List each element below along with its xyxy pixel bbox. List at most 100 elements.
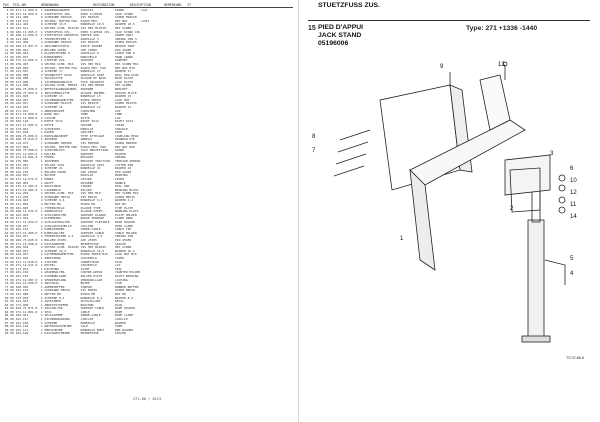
jack-tube bbox=[527, 219, 545, 341]
parts-row: 71 00 271.12.011.0 1 DECKEL COUVERCLE LI… bbox=[3, 264, 121, 268]
parts-row: 21 00 111.906 2 SECHSK.SCHR. M8X20 VIS H… bbox=[3, 84, 132, 88]
figure-code: TS 07-66-6 bbox=[566, 356, 584, 360]
parts-row: 54 00 111.864 4 MUTTER M6 ECROU M6 NUT M… bbox=[3, 203, 126, 207]
parts-row: 13 00 195.931 1 HANDKURBEL MANIVELLE HAN… bbox=[3, 55, 134, 59]
parts-row: 60 00 118.917 1 SCHLAUCHSCHELLE COLLIER … bbox=[3, 224, 134, 228]
parts-row: 55 00 101.925 1 TYPENSCHILD PLAQUE TYPE … bbox=[3, 206, 134, 210]
parts-row: 79 00 141.900 1 MUTTER M8 ECROU M8 NUT M… bbox=[3, 292, 126, 296]
parts-row: 14 00 271.12.006.0 1 STUETZE ZUS. SUPPOR… bbox=[3, 59, 128, 63]
parts-row: 49 00 275.13.205.0 1 ZUGSTANGE TIRANT PU… bbox=[3, 185, 130, 189]
parts-row: 62 00 271.14.000.0 1 KABELHALTER SUPPORT… bbox=[3, 231, 137, 235]
clamp-plate bbox=[509, 167, 541, 213]
parts-row: 77 00 100.925 1 GUMMIPUFFER TAMPON RUBBE… bbox=[3, 285, 139, 289]
parts-row: 88 00 101.122 1 UNTERLEGSCHEIBE CALE SHI… bbox=[3, 325, 123, 329]
parts-row: 29 00 271.12.009.0 1 ROHR ZUS. TUBE TUBE bbox=[3, 113, 123, 117]
parts-row: 26 00 142.927 2 SCHRAUBE M12X35 VIS M12X… bbox=[3, 102, 137, 106]
jack-foot bbox=[521, 335, 551, 343]
parts-row: 86 00 101.147 1 SICHERUNGSRING CIRCLIP C… bbox=[3, 318, 128, 322]
callout-11: 11 bbox=[570, 202, 577, 208]
parts-row: 5 00 143.541 4 SECHSK.SCHR. M12X30 VIS H… bbox=[3, 26, 132, 30]
parts-row: 50 00 271.16.006.0 1 LAGERBOCK PALIER BE… bbox=[3, 188, 139, 192]
parts-row: 24 00 141.920 4 SCHEIBE 13 RONDELLE 13 W… bbox=[3, 95, 132, 99]
parts-row: 18 00 104.985 2 SPANNSTIFT 6X40 GOUPILLE… bbox=[3, 73, 139, 77]
parts-row: 3 00 143.574 6 SECHSK. MUTTER M10 ECROU … bbox=[3, 19, 150, 23]
parts-row: 6 00 260.13.005.0 1 STUETZFUSS CPL. PIED… bbox=[3, 30, 141, 34]
parts-row: 70 00 271.12.010.0 1 STECKER CONNECTEUR … bbox=[3, 260, 123, 264]
parts-list-header: POS TEIL-NR BENENNUNG DESIGNATION DESCRI… bbox=[3, 3, 293, 8]
callout-12: 12 bbox=[570, 190, 577, 196]
parts-row: 2 00 141.400 6 SCHRAUBE M10X20 VIS M10X2… bbox=[3, 16, 137, 20]
title-line-4: 05196006 bbox=[318, 40, 349, 47]
parts-row: 22 00 269.75.050.0 1 BEFESTIGUNGSWINKEL … bbox=[3, 88, 128, 92]
parts-list-page: POS TEIL-NR BENENNUNG DESIGNATION DESCRI… bbox=[0, 0, 298, 422]
parts-row: 7 00 260.13.006.0 1 STUETZFUSS OBERTEIL … bbox=[3, 34, 134, 38]
parts-row: 23 00 269.75.052.0 1 ZWISCHENPLATTE PLAQ… bbox=[3, 91, 137, 95]
callout-5: 5 bbox=[570, 256, 574, 262]
parts-row: 83 00 269.75.071.0 1 SEILHALTER SUPPORT … bbox=[3, 307, 135, 311]
type-label: Type: 271 +1336 -1440 bbox=[466, 25, 538, 32]
parts-row: 30 00 271.13.000.0 1 LASCHE PATTE LUG bbox=[3, 116, 121, 120]
parts-row: 65 00 271.12.008.0 1 DISTANZROHR ENTRETO… bbox=[3, 242, 126, 246]
parts-row: 74 00 101.155 1 SCHWENKLAGER PALIER PIVO… bbox=[3, 274, 139, 278]
parts-row: 32 00 271.11.005.0 1 KETTE CHAINE CHAIN bbox=[3, 124, 125, 127]
parts-row: 48 00 156.981 1 GRIFF POIGNEE HANDLE bbox=[3, 181, 126, 185]
parts-row: 58 00 171.954 2 KLEMMRING BAGUE SERRAGE … bbox=[3, 217, 134, 221]
nut-1 bbox=[558, 174, 566, 182]
parts-row: 47 00 271.12.072.0 1 HEBEL LEVIER LEVER bbox=[3, 177, 125, 181]
parts-row: 37 00 114.971 1 SCHRAUBE M20X80 VIS M20X… bbox=[3, 141, 137, 145]
parts-row: 64 00 269.75.025.0 1 BOLZEN 25X85 AXE 25… bbox=[3, 239, 132, 242]
parts-row: 20 00 111.908 1 SICHERUNGSBLECH TOLE SEC… bbox=[3, 80, 134, 84]
page-divider bbox=[298, 0, 299, 422]
parts-row: 89 00 101.121 1 ENDSCHEIBE RONDELLE BOUT… bbox=[3, 328, 134, 332]
bolt-1 bbox=[339, 129, 371, 141]
callout-14: 14 bbox=[570, 214, 577, 220]
parts-row: 34 00 157.919 1 HAKEN CROCHET HOOK bbox=[3, 131, 123, 135]
drawing-page: STUETZFUSS ZUS. 15 PIED D'APPUI JACK STA… bbox=[300, 0, 600, 422]
parts-row: 72 00 117.974 1 DICHTUNG JOINT SEAL bbox=[3, 267, 123, 271]
parts-row: 10 00 260.13.007.0 1 ANSCHWEISSTEIL PIEC… bbox=[3, 44, 135, 48]
parts-row: 28 00 171.931 1 ABDECKKAPPE CAPUCHON CAP bbox=[3, 109, 121, 113]
parts-row: 31 00 262.116 2 NIETE 5X12 RIVET 5X12 RI… bbox=[3, 120, 134, 124]
nut-3 bbox=[558, 196, 566, 204]
parts-row: 69 00 141.920 1 ABDECKUNG COUVERCLE COVE… bbox=[3, 256, 125, 260]
title-line-3: JACK STAND bbox=[318, 32, 362, 39]
callout-7: 7 bbox=[312, 148, 316, 154]
nut-2 bbox=[558, 184, 566, 192]
parts-row: 44 00 101.119 1 SCHEIBE 21 RONDELLE 21 W… bbox=[3, 167, 132, 171]
parts-row: 90 00 101.120 1 DISTANZSCHEIBE ENTRETOIS… bbox=[3, 332, 126, 336]
title-block: STUETZFUSS ZUS. bbox=[318, 2, 598, 10]
parts-row: 78 00 101.134 1 SCHRAUBE M8X30 VIS M8X30… bbox=[3, 289, 135, 293]
parts-row: 75 00 271.12.087.0 1 VERRIEGELUNG VERROU… bbox=[3, 278, 128, 282]
parts-row: 56 00 269.11.012.0 1 WARNSCHILD PLAQUE A… bbox=[3, 210, 139, 214]
parts-row: 84 00 271.12.001.0 1 SEIL CABLE ROPE bbox=[3, 310, 123, 314]
parts-row: 27 00 142.955 2 SCHEIBE 12 RONDELLE 12 W… bbox=[3, 106, 132, 110]
jack-crank bbox=[544, 259, 566, 285]
bolt-4 bbox=[333, 165, 365, 177]
parts-row: 66 00 100.504 2 SECHSK.SCHR. M16X45 VIS … bbox=[3, 246, 132, 250]
parts-row: 33 00 172.961 2 SCHAECKEL MANILLE SHACKL… bbox=[3, 127, 128, 131]
title-line-2: PIED D'APPUI bbox=[318, 24, 364, 31]
bolt-3 bbox=[335, 153, 367, 165]
parts-row: 36 00 269.75.010.0 1 ZUGOESE ANNEAU DRAW… bbox=[3, 138, 135, 142]
callout-2: 2 bbox=[510, 206, 514, 212]
parts-row: 52 00 131.228 4 SCHRAUBE M6X16 VIS M6X16… bbox=[3, 195, 135, 199]
parts-row: 38 00 137.962 1 SECHSK. MUTTER M20 ECROU… bbox=[3, 145, 135, 149]
callout-13: 13 bbox=[498, 62, 505, 68]
jack-stand-exploded-diagram: 8 7 13 9 6 10 12 11 14 3 5 4 2 1 bbox=[312, 61, 577, 343]
parts-row: 9 00 141.400 4 SCHRAUBE M10X25 VIS M10X2… bbox=[3, 41, 137, 45]
parts-row: 43 00 127.943 2 SPLINT 4X32 GOUPILLE 4X3… bbox=[3, 163, 134, 167]
parts-row: 15 00 139.403 4 SECHSK.SCHR. M16 VIS HEX… bbox=[3, 62, 139, 66]
parts-row: 76 00 271.12.090.0 1 ANSCHLAG BUTEE STOP bbox=[3, 282, 123, 286]
parts-row: 39 00 269.75.080.0 1 SCHUTZBLECH TOLE PR… bbox=[3, 149, 125, 153]
nut-4 bbox=[558, 206, 566, 214]
parts-row: 87 00 101.166 1 SCHEIBE RONDELLE WASHER bbox=[3, 321, 126, 325]
parts-row: 11 00 195.941 2 BOLZEN 16X80 AXE 16X80 P… bbox=[3, 48, 132, 52]
parts-row: 40 00 271.12.004.0 1 HALTER SUPPORT HOLD… bbox=[3, 152, 126, 156]
pin-head bbox=[502, 61, 508, 67]
jack-inner-tube bbox=[531, 189, 541, 223]
upper-support bbox=[479, 74, 511, 131]
parts-row: 67 00 182.927 2 SCHEIBE 16,5 RONDELLE 16… bbox=[3, 249, 135, 253]
parts-row: 25 00 182.967 4 SICHERUNGSMUTTER ECROU F… bbox=[3, 98, 130, 102]
parts-row: 19 00 149.908 1 FUSSPLATTE PLAQUE DE BAS… bbox=[3, 77, 134, 81]
parts-row: 4 00 141.404 6 SCHEIBE 10,5 RONDELLE 10,… bbox=[3, 23, 135, 27]
